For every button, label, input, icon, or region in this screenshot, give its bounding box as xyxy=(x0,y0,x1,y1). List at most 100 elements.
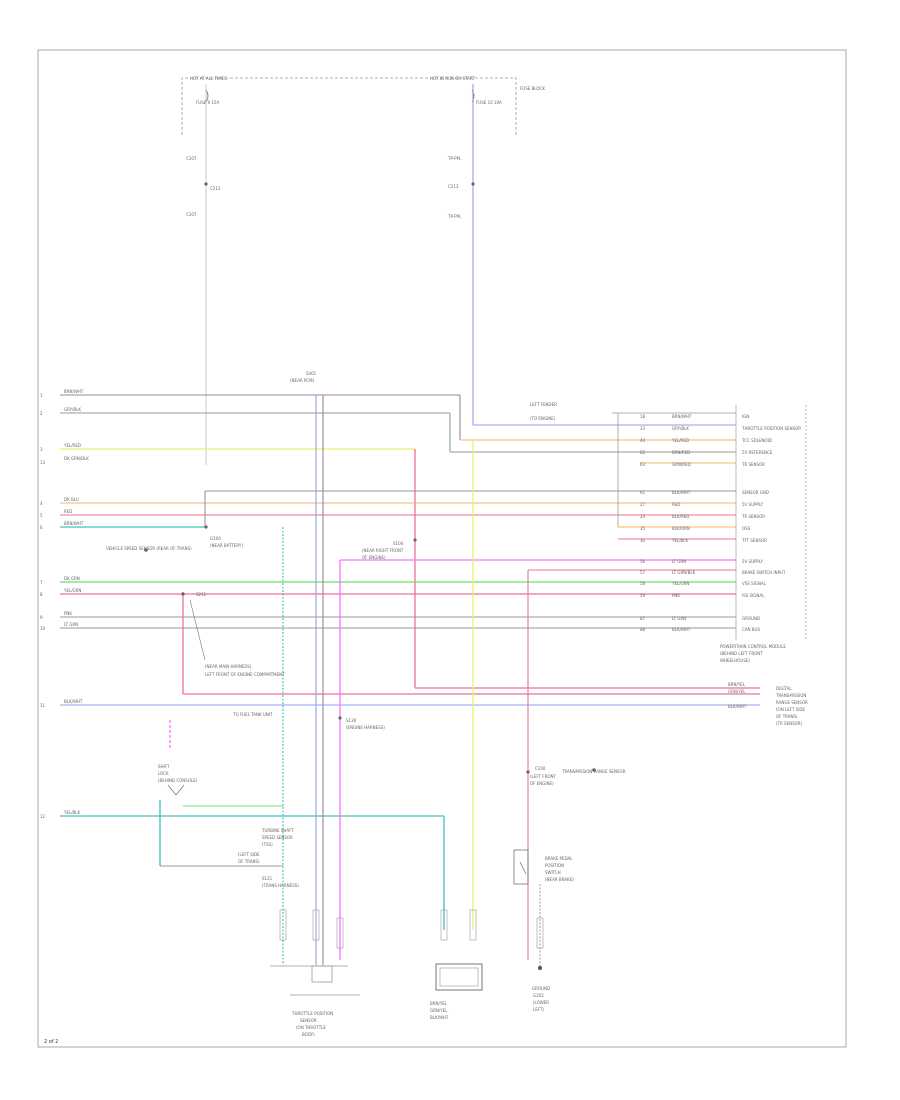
vss-note: LEFT FRONT OF ENGINE COMPARTMENT xyxy=(205,672,285,677)
pcm-func-1: THROTTLE POSITION SENSOR xyxy=(741,426,801,431)
left-code-10: LT GRN xyxy=(64,622,78,627)
rr-sensor-l4: (LEFT SIDE xyxy=(238,852,260,857)
ground-icon xyxy=(538,966,542,970)
ground-sub: G202 xyxy=(533,993,544,998)
left-pin-6: 6 xyxy=(40,525,43,530)
pcm-pin-14: 87 xyxy=(640,616,646,621)
left-pin-3: 3 xyxy=(40,447,43,452)
left-code-2: GRY/BLK xyxy=(64,407,81,412)
left-code-7: DK GRN xyxy=(64,576,80,581)
tp-sensor-icon xyxy=(311,965,333,983)
pcm-wire-2: YEL/RED xyxy=(671,438,689,443)
pcm-wire-10: LT GRN xyxy=(672,559,686,564)
tp-sensor-l2: SENSOR xyxy=(300,1018,317,1023)
fuse-left-label: FUSE 9 15A xyxy=(196,100,219,105)
right-connector-stack: TP-PPL C213 TP-PPL xyxy=(447,84,736,426)
right-sensor-l1: DIGITAL xyxy=(776,686,792,691)
page-number: 2 of 2 xyxy=(44,1039,58,1045)
pcm-pin-2: 44 xyxy=(640,438,646,443)
pcm-wire-4: GRN/RED xyxy=(672,462,691,467)
s130-sub: (ENGINE HARNESS) xyxy=(346,725,385,730)
fuse-right-label: FUSE 10 10A xyxy=(476,100,502,105)
s100-dot xyxy=(413,538,417,542)
splice-mid-dot xyxy=(181,592,185,596)
pcm-connector: POWERTRAIN CONTROL MODULE (BEHIND LEFT F… xyxy=(530,402,807,663)
left-pin-13: 13 xyxy=(40,460,46,465)
pcm-pin-12: 58 xyxy=(640,581,646,586)
pcm-wire-0: BRN/WHT xyxy=(672,414,692,419)
tss-sensor-icon xyxy=(435,963,483,991)
splice-top-sub: (NEAR PCM) xyxy=(290,378,315,383)
left-connector-stack: C107 C213 C107 xyxy=(186,84,221,465)
left-pin-11: 11 xyxy=(40,703,46,708)
pcm-wire-7: BLK/RED xyxy=(672,514,689,519)
right-stack-splice-dot xyxy=(471,182,475,186)
s130-label: S130 xyxy=(346,718,357,723)
left-code-13: DK GRN/BLK xyxy=(64,456,89,461)
s100-sub2: OF ENGINE) xyxy=(362,555,386,560)
fuse-left-icon xyxy=(205,89,209,103)
pcm-pin-3: 62 xyxy=(640,450,646,455)
pcm-pin-8: 35 xyxy=(640,526,646,531)
s100-sub1: (NEAR RIGHT FRONT xyxy=(362,548,404,553)
pcm-wire-1: GRY/BLK xyxy=(672,426,689,431)
pcm-pin-10: 56 xyxy=(640,559,646,564)
pcm-wire-3: BRN/RED xyxy=(672,450,690,455)
pcm-func-7: TR SENSOR xyxy=(741,514,765,519)
speed-sensor-dot xyxy=(144,548,148,552)
splice-top-label: S401 xyxy=(306,371,317,376)
shift-lock-l2: LOCK xyxy=(158,771,169,776)
fuse-box-right-title: HOT IN RUN OR START xyxy=(430,76,475,81)
tp-sensor-l3: (ON THROTTLE xyxy=(296,1025,326,1030)
right-sensor-l5: OF TRANS) xyxy=(776,714,798,719)
left-code-12: YEL/BLK xyxy=(63,810,81,815)
splice-mid-sub: (NEAR MAIN HARNESS) xyxy=(205,664,252,669)
g1-dot xyxy=(204,525,208,529)
left-code-1: BRN/WHT xyxy=(64,389,84,394)
brake-sw-l3: SWITCH xyxy=(545,870,561,875)
tr-wire-label-2: BLK/WHT xyxy=(430,1015,449,1020)
left-pin-12: 12 xyxy=(40,814,46,819)
pcm-conn-sub: (TO ENGINE) xyxy=(530,416,556,421)
brake-sw-l4: (NEAR BRAKE) xyxy=(545,877,574,882)
s130-dot xyxy=(338,716,342,720)
pcm-pin-9: 30 xyxy=(640,538,646,543)
right-tr-wire-2: BLK/WHT xyxy=(728,704,747,709)
pcm-func-9: TFT SENSOR xyxy=(741,538,767,543)
left-code-4: DK BLU xyxy=(64,497,79,502)
pcm-pin-6: 27 xyxy=(640,502,646,507)
ground-label: GROUND xyxy=(532,986,550,991)
left-stack-c1: C107 xyxy=(186,156,197,161)
brake-splice-dot xyxy=(526,770,530,774)
g1-sub: (NEAR BATTERY) xyxy=(210,543,243,548)
rr-sensor-l2: SPEED SENSOR xyxy=(262,835,293,840)
pcm-wire-6: RED xyxy=(672,502,680,507)
right-stack-c2: C213 xyxy=(448,184,459,189)
left-code-11: BLK/WHT xyxy=(64,699,83,704)
pcm-func-12: VSS SIGNAL xyxy=(742,581,767,586)
right-stack-c3: TP-PPL xyxy=(447,214,462,219)
rr-sensor-l3: (TSS) xyxy=(262,842,273,847)
right-sensor-l2: TRANSMISSION xyxy=(775,693,806,698)
tr-wire-label-1: GRN/YEL xyxy=(430,1008,448,1013)
right-sensor-l3: RANGE SENSOR xyxy=(776,700,808,705)
fuse-box-side-label: FUSE BLOCK xyxy=(520,86,545,91)
right-tr-sensor-label: DIGITAL TRANSMISSION RANGE SENSOR (ON LE… xyxy=(728,682,808,726)
pcm-wire-13: PNK xyxy=(672,593,680,598)
s100-label: S100 xyxy=(393,541,404,546)
pcm-sub1: (BEHIND LEFT FRONT xyxy=(720,651,763,656)
ground-sub2: (LOWER xyxy=(533,1000,549,1005)
left-pin-4: 4 xyxy=(40,501,43,506)
shift-lock-icon xyxy=(167,784,185,796)
rr-sensor-l5: OF TRANS) xyxy=(238,859,260,864)
shift-lock-l3: (BEHIND CONSOLE) xyxy=(158,778,198,783)
pcm-wire-15: BLK/WHT xyxy=(672,627,691,632)
pcm-pin-11: 57 xyxy=(640,570,646,575)
vertical-wires xyxy=(159,395,736,965)
left-pin-2: 2 xyxy=(40,411,43,416)
pcm-risers xyxy=(612,412,736,540)
left-code-5: RED xyxy=(64,509,72,514)
left-component-labels: VEHICLE SPEED SENSOR (REAR OF TRANS) G10… xyxy=(106,525,417,888)
brake-sw-l2: POSITION xyxy=(545,863,564,868)
diagram-frame xyxy=(37,49,847,1048)
